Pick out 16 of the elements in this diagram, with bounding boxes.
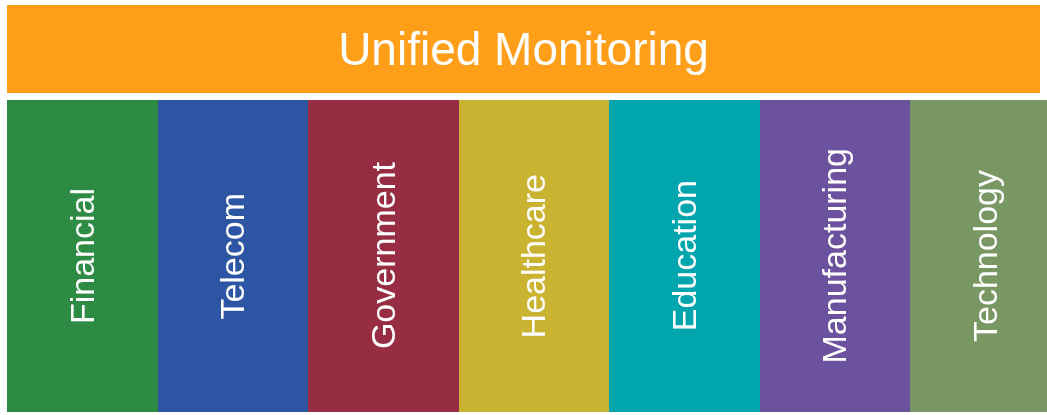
column-label: Education (664, 180, 704, 332)
category-column (458, 100, 609, 412)
column-label: Financial (62, 187, 102, 325)
banner-title: Unified Monitoring (338, 22, 709, 76)
category-column (7, 100, 158, 412)
category-column (759, 100, 910, 412)
column-label: Telecom (213, 192, 253, 320)
column-label: Healthcare (514, 173, 554, 339)
column-label: Manufacturing (815, 148, 855, 364)
column-label: Technology (965, 170, 1005, 342)
header-banner (7, 5, 1040, 93)
category-column (609, 100, 760, 412)
category-column (308, 100, 459, 412)
category-column (157, 100, 308, 412)
column-label: Government (363, 162, 403, 350)
category-column (910, 100, 1047, 412)
